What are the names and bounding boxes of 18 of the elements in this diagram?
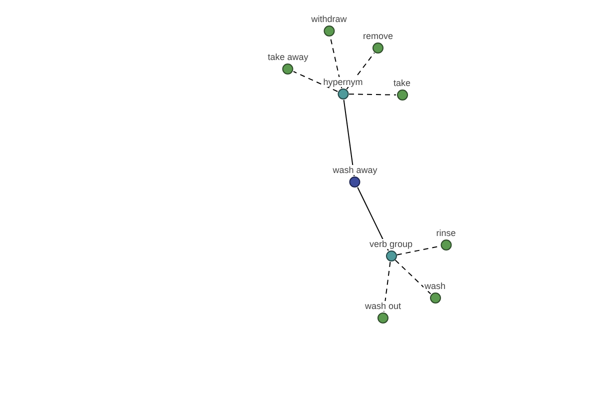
node-label: wash away <box>332 165 378 175</box>
connector-line <box>292 70 338 92</box>
node-label: wash <box>424 281 446 291</box>
node-label: verb group <box>368 239 414 249</box>
node-label: hypernym <box>322 77 364 87</box>
connector-line <box>330 36 342 89</box>
node-label: remove <box>362 31 394 41</box>
node-label: withdraw <box>310 14 348 24</box>
node-label: take <box>392 78 412 88</box>
connector-line <box>343 99 355 177</box>
node-label: rinse <box>435 228 457 238</box>
connector-line <box>357 186 389 252</box>
node-label: wash out <box>364 301 402 311</box>
connector-line <box>383 261 391 313</box>
connector-line <box>348 94 396 96</box>
connector-line <box>394 260 432 294</box>
node-label: take away <box>266 52 310 62</box>
connector-line <box>346 52 375 90</box>
